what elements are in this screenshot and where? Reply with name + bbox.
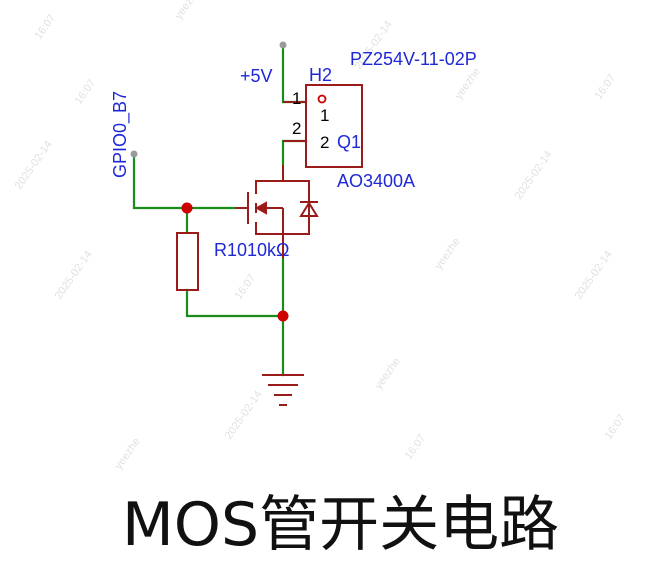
watermark-text: 2025-02-14 — [573, 249, 615, 302]
watermark-text: 2025-02-14 — [53, 249, 95, 302]
mosfet-drain-top — [255, 180, 283, 188]
watermark-text: yeezhe — [373, 356, 403, 392]
wire-resistor-bottom — [185, 288, 285, 318]
watermark-text: yeezhe — [433, 236, 463, 272]
watermark-text: 16:07 — [233, 272, 259, 301]
header-part-label: PZ254V-11-02P — [350, 49, 477, 69]
mosfet-part-label: AO3400A — [337, 171, 415, 191]
vcc-label: +5V — [240, 66, 273, 86]
gpio-label: GPIO0_B7 — [110, 91, 131, 178]
pin2-inner-label: 2 — [320, 133, 329, 152]
watermark-text: 2025-02-14 — [223, 389, 265, 442]
mosfet-source-bottom — [255, 228, 284, 258]
ground-symbol — [262, 374, 304, 406]
watermark-text: 16:07 — [593, 72, 619, 101]
body-diode-triangle — [299, 201, 319, 217]
wire-drain — [281, 139, 308, 167]
pin2-outer-label: 2 — [292, 119, 301, 138]
pin1-outer-label: 1 — [292, 89, 301, 108]
header-h2[interactable] — [283, 84, 363, 168]
watermark-text: yeezhe — [453, 66, 483, 102]
header-pin1-marker — [317, 94, 327, 104]
watermark-text: 2025-02-14 — [513, 149, 555, 202]
watermark-text: yeezhe — [113, 436, 143, 472]
header-body — [305, 84, 363, 168]
mosfet-arrow — [254, 201, 267, 215]
junction-gate — [181, 202, 193, 214]
resistor-label: R1010kΩ — [214, 240, 290, 260]
body-diode-loop — [283, 180, 310, 235]
pin1-inner-label: 1 — [320, 106, 329, 125]
header-ref-label: H2 — [309, 65, 332, 85]
gpio-port[interactable] — [130, 150, 138, 158]
watermark-text: yeezhe — [173, 0, 203, 22]
vcc-port[interactable] — [279, 41, 287, 49]
page-title: MOS管开关电路 — [122, 490, 559, 560]
watermark-text: 16:07 — [33, 12, 59, 41]
mosfet-ref-label: Q1 — [337, 132, 361, 152]
mosfet-q1[interactable] — [236, 165, 319, 258]
resistor-r10[interactable] — [176, 232, 199, 291]
watermark-text: 16:07 — [603, 412, 629, 441]
wires — [132, 43, 308, 377]
watermark-text: 2025-02-14 — [13, 139, 55, 192]
wire-gpio — [132, 152, 238, 210]
watermark-text: 16:07 — [73, 77, 99, 106]
watermark-text: 16:07 — [403, 432, 429, 461]
junction-source — [277, 310, 289, 322]
